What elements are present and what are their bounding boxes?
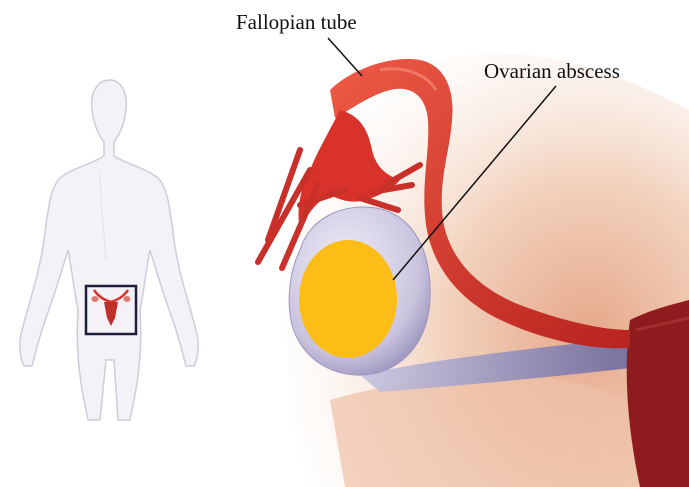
ovarian-abscess-marker <box>299 240 397 358</box>
ovarian-abscess-label: Ovarian abscess <box>484 61 620 82</box>
fallopian-tube-label: Fallopian tube <box>236 12 357 33</box>
human-body-silhouette <box>20 80 198 420</box>
fallopian-tube-leader-line <box>328 38 362 76</box>
uterus <box>627 300 689 487</box>
